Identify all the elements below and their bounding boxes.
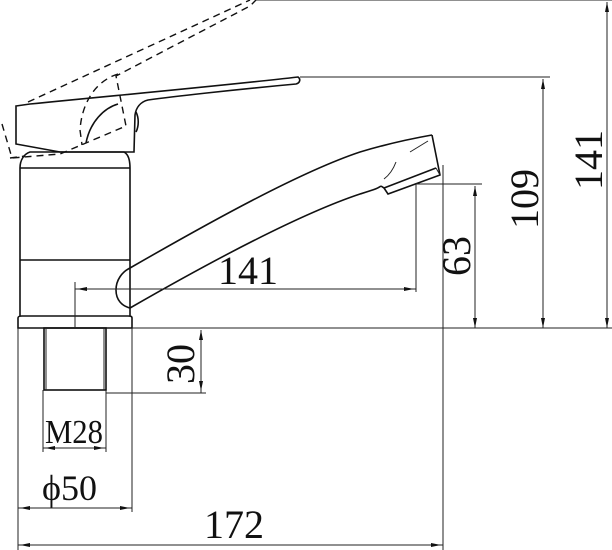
dimension-shank-length: 30 xyxy=(158,330,203,393)
dim-172-label: 172 xyxy=(204,502,264,547)
dimension-spout-height: 63 xyxy=(434,186,479,328)
dim-m28-label: M28 xyxy=(45,414,103,451)
dim-63-label: 63 xyxy=(434,236,479,276)
faucet-spout xyxy=(115,134,441,309)
dim-30-label: 30 xyxy=(158,344,203,384)
dimension-overall-length: 172 xyxy=(18,502,443,547)
dimension-base-diameter: ϕ50 xyxy=(18,468,132,510)
dim-141-horizontal-label: 141 xyxy=(218,248,278,293)
lever-handle xyxy=(15,76,301,153)
extension-lines xyxy=(17,0,612,550)
lever-handle-open-position xyxy=(1,0,257,159)
dimension-lever-height: 109 xyxy=(502,79,547,328)
faucet-outline xyxy=(1,0,441,391)
dimension-total-height: 141 xyxy=(566,2,611,328)
threaded-shank xyxy=(43,327,107,391)
dimension-spout-reach: 141 xyxy=(75,248,416,293)
dim-141-vertical-label: 141 xyxy=(566,130,611,190)
faucet-body xyxy=(17,151,133,329)
dim-109-label: 109 xyxy=(502,169,547,229)
dimension-thread: M28 xyxy=(43,414,106,451)
dim-phi50-label: ϕ50 xyxy=(42,468,97,508)
